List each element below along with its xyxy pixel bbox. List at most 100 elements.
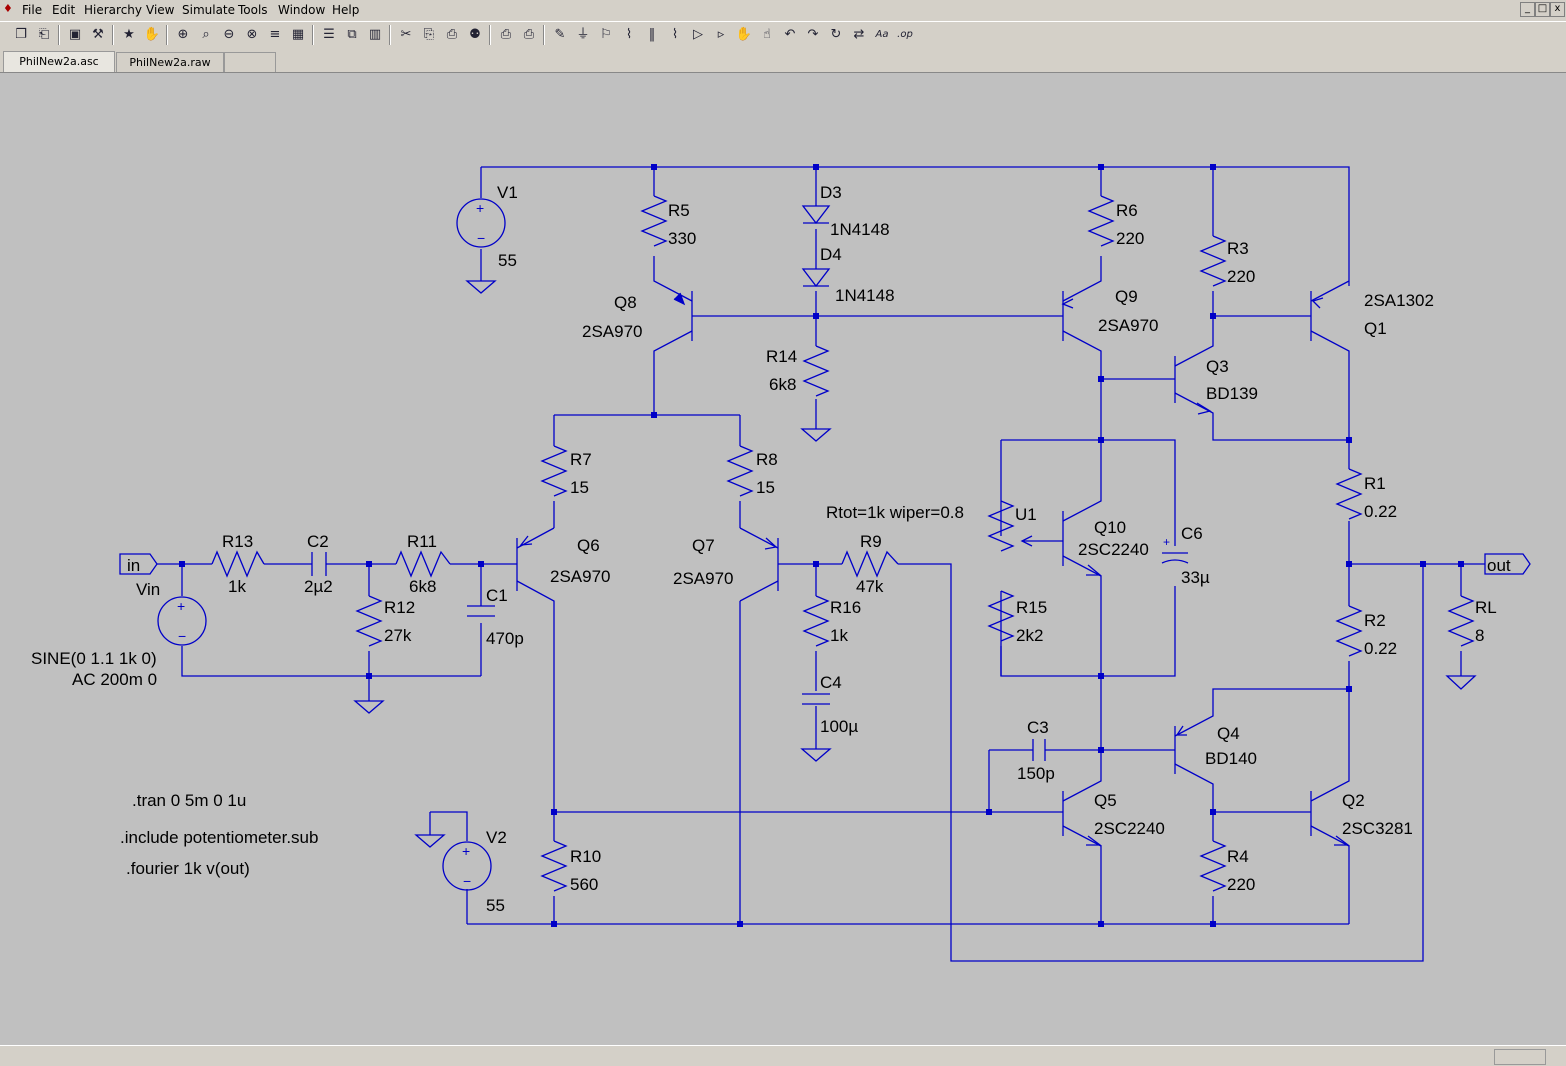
print-icon[interactable]: ⎙ (523, 27, 535, 42)
menu-tools[interactable]: Tools (238, 3, 268, 17)
tab-schematic[interactable]: PhilNew2a.asc (3, 51, 115, 73)
label-in-port: in (127, 556, 140, 575)
toolbar-separator (58, 25, 60, 45)
cut-icon[interactable]: ✂ (400, 27, 412, 42)
diode-icon[interactable]: ▷ (693, 27, 703, 42)
save-icon[interactable]: ▣ (68, 27, 82, 42)
zoom-pan-icon[interactable]: ⌕ (202, 27, 210, 42)
autorange-icon[interactable]: ≡ (269, 27, 281, 42)
label-Q6-model: 2SA970 (550, 567, 611, 586)
tab-bar: PhilNew2a.asc PhilNew2a.raw (0, 50, 1566, 73)
label-R14-val: 6k8 (769, 375, 796, 394)
schematic-canvas[interactable]: + − + − + − + V1 55 R5 330 D3 1N4148 D4 … (0, 72, 1566, 1046)
toolbar-separator (312, 25, 314, 45)
tab-waveform[interactable]: PhilNew2a.raw (116, 52, 224, 72)
new-schematic-icon[interactable]: ❐ (15, 27, 27, 42)
capacitor-icon[interactable]: ‖ (648, 27, 656, 42)
svg-text:−: − (178, 628, 186, 644)
menu-edit[interactable]: Edit (52, 3, 76, 17)
label-D4-val: 1N4148 (835, 286, 895, 305)
cascade-icon[interactable]: ⧉ (347, 27, 357, 42)
R8-body (726, 445, 754, 497)
toolbar: ❐ ⎗ ▣ ⚒ ★ ✋ ⊕ ⌕ ⊖ ⊗ ≡ ▦ ☰ ⧉ ▥ ✂ ⎘ ⎙ ⚉ ⎙ ⎙ ✎ ⏚ ⚐ ⌇ ‖ ⌇ ▷ ▹ ✋ ☝ ↶ ↷ ↻ ⇄ Aa .op (0, 21, 1566, 50)
label-R1: R1 (1364, 474, 1386, 493)
component-icon[interactable]: ▹ (717, 27, 725, 42)
ground-icon[interactable]: ⏚ (576, 27, 590, 42)
undo-icon[interactable]: ↶ (784, 27, 796, 42)
zoom-fit-icon[interactable]: ▦ (291, 27, 305, 42)
label-U1: U1 (1015, 505, 1037, 524)
R12-body (355, 595, 383, 647)
resistor-icon[interactable]: ⌇ (625, 27, 633, 42)
label-R10-val: 560 (570, 875, 598, 894)
tile-horizontal-icon[interactable]: ☰ (323, 27, 335, 42)
labels: V1 55 R5 330 D3 1N4148 D4 1N4148 R6 220 … (31, 183, 1511, 915)
inductor-icon[interactable]: ⌇ (671, 27, 679, 42)
toolbar-separator (543, 25, 545, 45)
label-Q2-model: 2SC3281 (1342, 819, 1413, 838)
restore-button[interactable]: □ (1535, 2, 1550, 17)
zoom-in-icon[interactable]: ⊕ (177, 27, 189, 42)
label-R8: R8 (756, 450, 778, 469)
label-R2: R2 (1364, 611, 1386, 630)
close-button[interactable]: x (1550, 2, 1565, 17)
menu-help[interactable]: Help (332, 3, 360, 17)
label-Q5-model: 2SC2240 (1094, 819, 1165, 838)
redo-icon[interactable]: ↷ (807, 27, 819, 42)
menu-window[interactable]: Window (278, 3, 326, 17)
label-R11-val: 6k8 (409, 577, 436, 596)
label-Q10: Q10 (1094, 518, 1126, 537)
tile-vertical-icon[interactable]: ▥ (368, 27, 382, 42)
print-setup-icon[interactable]: ⎙ (500, 27, 512, 42)
label-C3-val: 150p (1017, 764, 1055, 783)
paste-icon[interactable]: ⎙ (446, 27, 458, 42)
rotate-icon[interactable]: ↻ (830, 27, 842, 42)
toolbar-separator (489, 25, 491, 45)
label-R10: R10 (570, 847, 601, 866)
label-Q9: Q9 (1115, 287, 1138, 306)
label-R11: R11 (407, 532, 437, 551)
menu-simulate[interactable]: Simulate (182, 3, 236, 17)
schematic-svg[interactable]: + − + − + − + V1 55 R5 330 D3 1N4148 D4 … (0, 73, 1566, 1046)
drag-icon[interactable]: ☝ (763, 27, 771, 42)
run-icon[interactable]: ★ (123, 27, 135, 42)
R5-body (640, 195, 668, 247)
spice-directive-icon[interactable]: .op (897, 29, 913, 40)
menu-hierarchy[interactable]: Hierarchy (84, 3, 143, 17)
label-icon[interactable]: ⚐ (600, 27, 612, 42)
R13-body (211, 550, 265, 578)
label-R13: R13 (222, 532, 253, 551)
find-icon[interactable]: ⚉ (469, 27, 481, 42)
ltspice-app-icon[interactable]: ♦ (3, 2, 13, 15)
menu-file[interactable]: File (22, 3, 43, 17)
halt-icon[interactable]: ✋ (143, 27, 161, 42)
zoom-out-icon[interactable]: ⊖ (223, 27, 235, 42)
R1-body (1335, 468, 1363, 520)
copy-icon[interactable]: ⎘ (423, 27, 435, 42)
label-V2-val: 55 (486, 896, 505, 915)
label-vin-source-sine: SINE(0 1.1 1k 0) (31, 649, 157, 668)
label-R15-val: 2k2 (1016, 626, 1043, 645)
control-panel-icon[interactable]: ⚒ (92, 27, 104, 42)
label-R4-val: 220 (1227, 875, 1255, 894)
minimize-button[interactable]: _ (1520, 2, 1535, 17)
label-R5: R5 (668, 201, 690, 220)
toolbar-separator (389, 25, 391, 45)
label-C1: C1 (486, 586, 508, 605)
svg-text:+: + (177, 598, 185, 614)
open-icon[interactable]: ⎗ (38, 27, 50, 42)
menu-view[interactable]: View (146, 3, 175, 17)
mirror-icon[interactable]: ⇄ (853, 27, 865, 42)
spice-directive-include: .include potentiometer.sub (120, 828, 318, 847)
tab-empty (224, 52, 276, 72)
zoom-cancel-icon[interactable]: ⊗ (246, 27, 258, 42)
status-bar (0, 1045, 1566, 1066)
toolbar-separator (112, 25, 114, 45)
wire-icon[interactable]: ✎ (554, 27, 566, 42)
move-icon[interactable]: ✋ (735, 27, 753, 42)
label-R9-val: 47k (856, 577, 884, 596)
label-R13-val: 1k (228, 577, 246, 596)
svg-text:−: − (477, 230, 485, 246)
label-Q4: Q4 (1217, 724, 1240, 743)
text-icon[interactable]: Aa (875, 29, 889, 40)
